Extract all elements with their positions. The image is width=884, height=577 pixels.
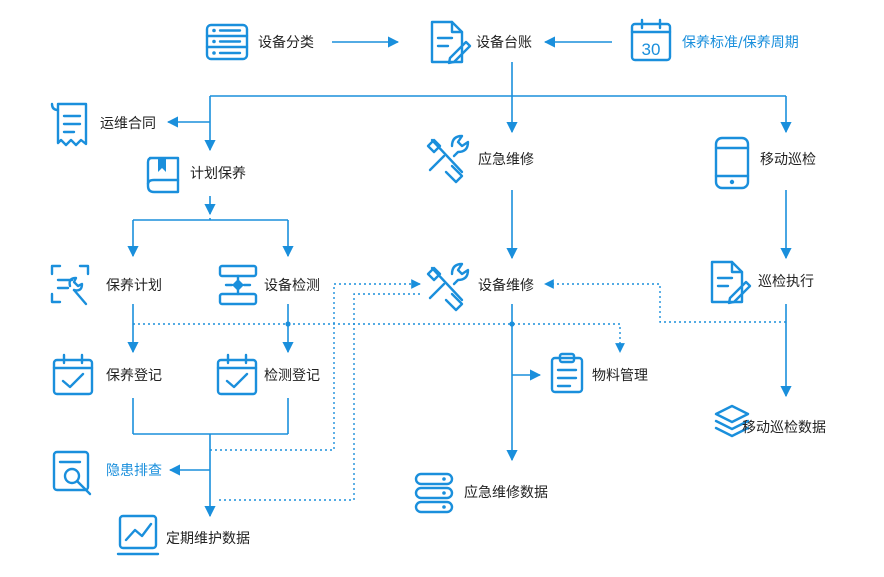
node-label-repair: 设备维修 — [478, 277, 534, 294]
svg-text:30: 30 — [642, 40, 661, 59]
chart-line-icon — [116, 514, 160, 556]
node-label-hazard: 隐患排查 — [106, 463, 162, 479]
node-standard[interactable]: 30 保养标准/保养周期 — [630, 18, 799, 62]
node-maintain-plan[interactable]: 保养计划 — [50, 264, 162, 306]
node-label-standard: 保养标准/保养周期 — [682, 35, 799, 51]
node-contract[interactable]: 运维合同 — [50, 102, 156, 147]
node-hazard[interactable]: 隐患排查 — [52, 450, 162, 496]
node-label-patrol-exec: 巡检执行 — [758, 274, 814, 290]
node-label-category: 设备分类 — [258, 34, 314, 51]
node-periodic-data[interactable]: 定期维护数据 — [116, 514, 250, 556]
node-patrol-exec[interactable]: 巡检执行 — [710, 260, 814, 305]
node-label-material: 物料管理 — [592, 368, 648, 384]
node-label-inspection: 设备检测 — [264, 277, 320, 294]
list-icon — [205, 23, 249, 61]
edge-dotted-material — [133, 323, 625, 353]
server-icon — [414, 472, 454, 514]
node-label-maintain-register: 保养登记 — [106, 368, 162, 384]
tools-icon — [426, 134, 470, 184]
node-label-inspect-register: 检测登记 — [264, 368, 320, 384]
document-edit-icon — [430, 20, 472, 65]
receipt-icon — [50, 102, 88, 147]
node-label-plan-maintain: 计划保养 — [190, 166, 246, 182]
node-ledger[interactable]: 设备台账 — [430, 20, 532, 65]
edge-dotted-repair-periodic — [216, 293, 420, 501]
calendar-check-icon — [52, 353, 94, 396]
scan-wrench-icon — [50, 264, 90, 306]
node-inspect-register[interactable]: 检测登记 — [216, 353, 320, 396]
node-inspection[interactable]: 设备检测 — [218, 264, 320, 306]
node-maintain-register[interactable]: 保养登记 — [52, 353, 162, 396]
dotted-connectors — [133, 279, 786, 501]
edge-dotted-patrol-repair — [544, 279, 786, 323]
tools-icon — [426, 262, 470, 312]
edge-dotted-inspection-repair — [210, 279, 421, 451]
calendar-check-icon — [216, 353, 258, 396]
layers-icon — [714, 404, 750, 438]
calendar-icon: 30 — [630, 18, 672, 62]
node-plan-maintain[interactable]: 计划保养 — [146, 156, 246, 194]
flowchart-icon — [218, 264, 258, 306]
node-label-mobile-patrol: 移动巡检 — [760, 152, 816, 168]
node-repair[interactable]: 设备维修 — [426, 262, 534, 312]
node-label-ledger: 设备台账 — [476, 34, 532, 51]
node-label-maintain-plan: 保养计划 — [106, 278, 162, 294]
connectors — [127, 36, 792, 518]
document-edit-icon — [710, 260, 752, 305]
book-icon — [146, 156, 180, 194]
clipboard-icon — [550, 352, 584, 394]
mobile-phone-icon — [714, 136, 750, 190]
node-label-periodic-data: 定期维护数据 — [166, 531, 250, 547]
node-emergency[interactable]: 应急维修 — [426, 134, 534, 184]
node-material[interactable]: 物料管理 — [550, 352, 648, 394]
node-label-emergency-data: 应急维修数据 — [464, 484, 548, 501]
node-label-patrol-data: 移动巡检数据 — [742, 420, 826, 436]
node-emergency-data[interactable]: 应急维修数据 — [414, 472, 548, 514]
node-category[interactable]: 设备分类 — [205, 23, 314, 61]
node-label-contract: 运维合同 — [100, 116, 156, 132]
search-document-icon — [52, 450, 92, 496]
node-mobile-patrol[interactable]: 移动巡检 — [714, 136, 816, 190]
node-patrol-data[interactable]: 移动巡检数据 — [714, 404, 826, 438]
node-label-emergency: 应急维修 — [478, 151, 534, 168]
